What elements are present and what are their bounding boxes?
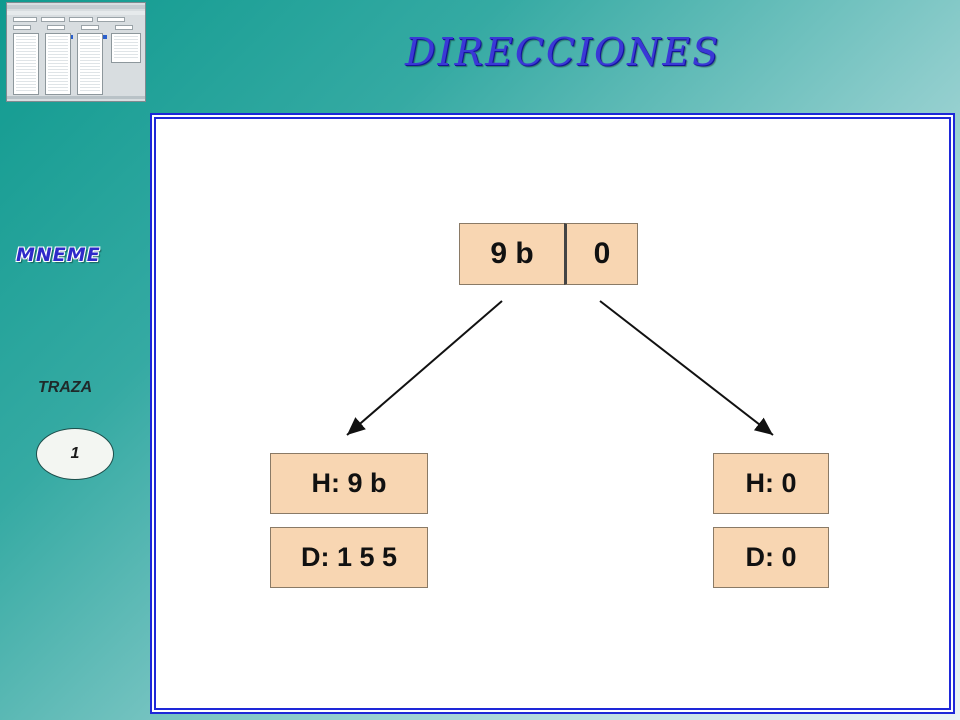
right-node-h: H: 0 bbox=[713, 453, 829, 514]
trace-label: TRAZA bbox=[38, 379, 93, 396]
root-node-right-cell: 0 bbox=[564, 223, 638, 285]
trace-step-indicator: 1 bbox=[36, 428, 114, 480]
diagram-frame bbox=[150, 113, 955, 714]
arrow-to-left-node bbox=[346, 300, 503, 436]
page-title: DIRECCIONES bbox=[405, 30, 721, 74]
mneme-logo: MNEME bbox=[16, 244, 101, 266]
right-node-d: D: 0 bbox=[713, 527, 829, 588]
left-node-d: D: 1 5 5 bbox=[270, 527, 428, 588]
left-node-h: H: 9 b bbox=[270, 453, 428, 514]
app-screenshot-thumbnail bbox=[6, 2, 146, 102]
arrow-to-right-node bbox=[599, 300, 774, 436]
root-node-left-cell: 9 b bbox=[459, 223, 564, 285]
